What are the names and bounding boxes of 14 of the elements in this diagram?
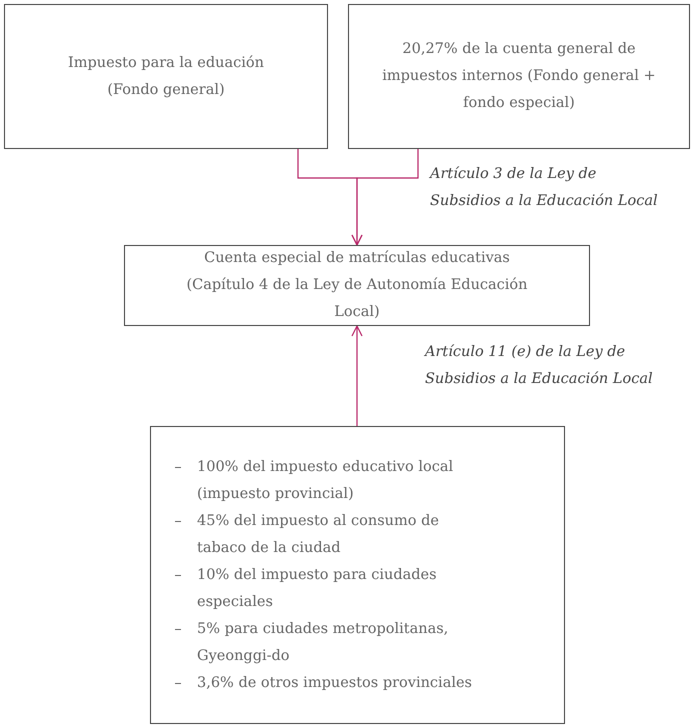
process-box <box>4 4 328 149</box>
list-item: 3,6% de otros impuestos provinciales <box>163 670 472 696</box>
list-box <box>150 426 565 724</box>
process-box <box>348 4 690 149</box>
list-item: 100% del impuesto educativo local (impuesto provincial) <box>163 454 487 508</box>
box-text: Cuenta especial de matrículas educativas (Capítulo 4 de la Ley de Autonomía Educación Local) <box>185 249 528 322</box>
box-text: Impuesto para la eduación (Fondo general) <box>67 54 265 100</box>
arrow <box>351 325 363 426</box>
list-item: 45% del impuesto al consumo de tabaco de la ciudad <box>163 508 487 562</box>
list-item: 10% del impuesto para ciudades especiales <box>163 562 487 616</box>
list-item: 5% para ciudades metropolitanas, Gyeonggi-do <box>163 616 487 670</box>
process-box <box>124 245 590 326</box>
arrow <box>351 149 419 246</box>
box-text: 20,27% de la cuenta general de impuestos internos (Fondo general + fondo especial) <box>381 40 657 113</box>
